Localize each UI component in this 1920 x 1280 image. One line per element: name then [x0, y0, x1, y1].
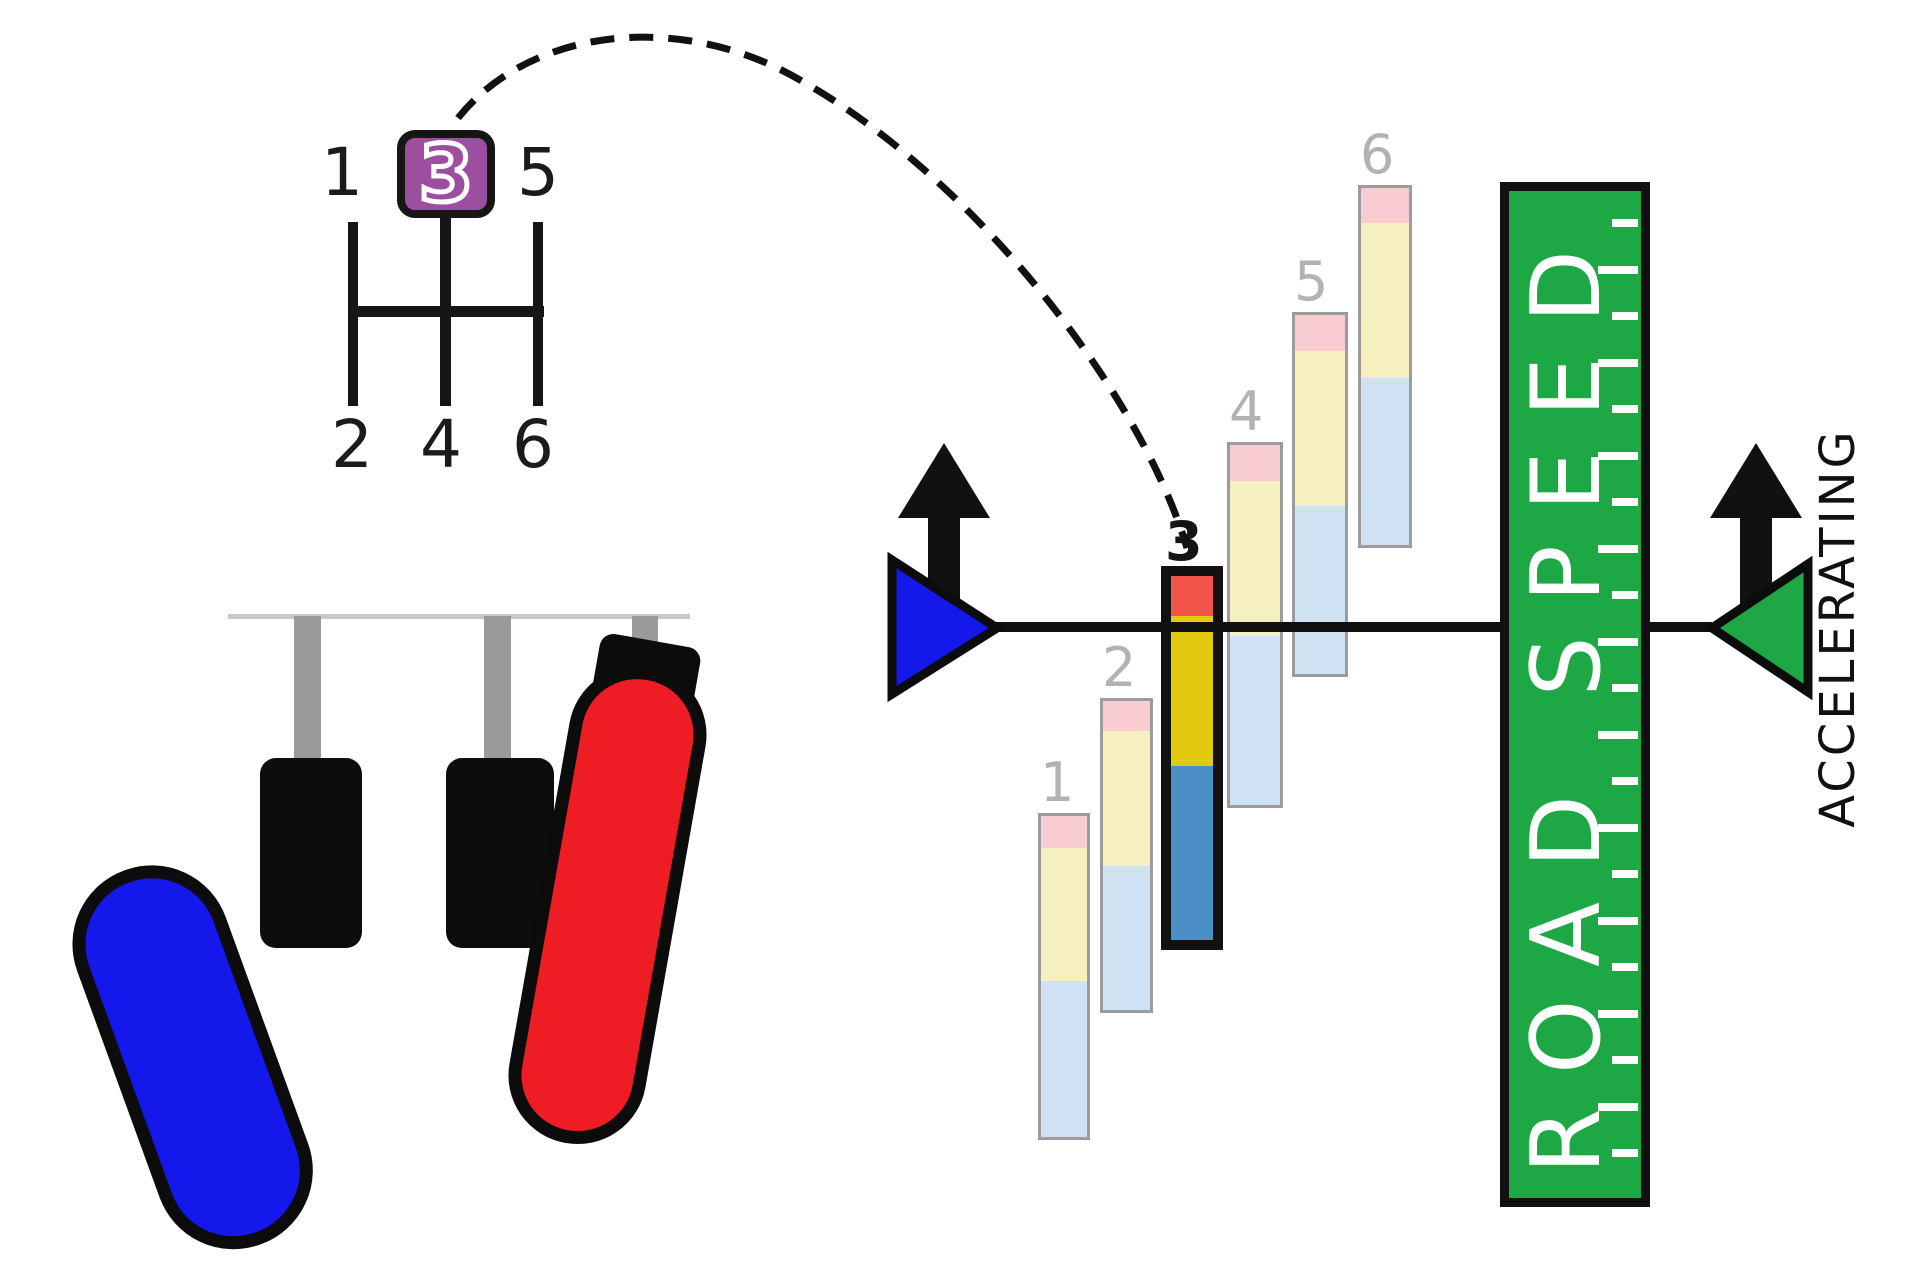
selected-gear-digit-svg: 3: [416, 138, 475, 210]
ruler-tick: [1612, 684, 1638, 692]
gear-bar-2-segment-1: [1103, 731, 1150, 866]
gear-bar-1: [1038, 813, 1090, 1140]
ruler-tick: [1598, 544, 1638, 553]
gear-bar-5-segment-1: [1295, 351, 1345, 506]
gear-bar-3-segment-2: [1171, 766, 1213, 940]
gear-bar-1-segment-1: [1041, 848, 1087, 981]
gear-bar-4-segment-2: [1230, 636, 1280, 805]
ruler-tick: [1612, 405, 1638, 413]
ruler-tick: [1612, 777, 1638, 785]
rev-pointer-triangle-icon: [887, 551, 1006, 703]
ruler-tick: [1612, 312, 1638, 320]
ruler-tick: [1598, 916, 1638, 925]
gear-bar-label-1: 1: [1040, 751, 1075, 814]
gear-label-5: 5: [517, 134, 559, 211]
gear-bar-6-segment-2: [1361, 378, 1409, 545]
brake-pedal-stalk: [484, 616, 511, 760]
selected-gear-box: 3: [397, 130, 495, 218]
gear-bar-3-segment-0: [1171, 576, 1213, 616]
ruler-tick: [1598, 823, 1638, 832]
brake-pedal: [446, 758, 554, 948]
ruler-tick: [1598, 265, 1638, 274]
selected-gear-digit: 3: [419, 138, 473, 210]
gear-label-2: 2: [331, 406, 373, 483]
ruler-tick: [1598, 730, 1638, 739]
gear-label-1: 1: [321, 134, 363, 211]
gear-bar-4-segment-1: [1230, 481, 1280, 636]
gear-label-6: 6: [512, 406, 554, 483]
road-speed-ruler: ROAD SPEED: [1500, 182, 1650, 1207]
speed-pointer-triangle-icon: [1703, 555, 1813, 701]
ruler-tick: [1598, 358, 1638, 367]
shift-gate-crossbar: [348, 306, 544, 317]
ruler-tick: [1612, 498, 1638, 506]
ruler-tick: [1598, 1009, 1638, 1018]
gear-bar-3-segment-1: [1171, 616, 1213, 766]
gear-label-4: 4: [420, 406, 462, 483]
gear-to-bar-connector-curve: [455, 33, 1191, 549]
ruler-tick: [1612, 591, 1638, 599]
ruler-tick: [1612, 963, 1638, 971]
gear-bar-label-4: 4: [1229, 380, 1264, 443]
gear-bar-5-segment-2: [1295, 506, 1345, 674]
accelerator-pedal-stalk: [632, 616, 658, 658]
pedal-mounting-rail: [228, 614, 690, 619]
gear-bar-label-6: 6: [1360, 123, 1395, 186]
gear-bar-label-5: 5: [1294, 250, 1329, 313]
road-speed-axis-line: [995, 622, 1712, 632]
gear-bar-2: [1100, 698, 1153, 1013]
gear-bar-2-segment-0: [1103, 701, 1150, 731]
gear-bar-label-3: 3: [1165, 510, 1203, 573]
ruler-tick: [1612, 1056, 1638, 1064]
ruler-tick: [1612, 1149, 1638, 1157]
revs-up-arrow-icon: [898, 443, 990, 622]
ruler-tick: [1598, 637, 1638, 646]
gear-bar-6-segment-0: [1361, 188, 1409, 223]
accelerating-label: ACCELERATING: [1810, 428, 1866, 828]
gear-bar-4-segment-0: [1230, 445, 1280, 481]
ruler-tick: [1612, 219, 1638, 227]
gear-bar-1-segment-2: [1041, 981, 1087, 1137]
ruler-tick: [1612, 870, 1638, 878]
gear-bar-label-2: 2: [1102, 636, 1137, 699]
gear-bar-2-segment-2: [1103, 866, 1150, 1010]
gear-bar-6: [1358, 185, 1412, 548]
gear-bar-5-segment-0: [1295, 315, 1345, 351]
gear-bar-6-segment-1: [1361, 223, 1409, 378]
clutch-pedal-stalk: [294, 616, 321, 760]
gear-bar-5: [1292, 312, 1348, 677]
gear-bar-1-segment-0: [1041, 816, 1087, 848]
ruler-tick: [1598, 451, 1638, 460]
speed-up-arrow-icon: [1710, 443, 1802, 612]
clutch-pedal: [260, 758, 362, 948]
ruler-tick: [1598, 1102, 1638, 1111]
